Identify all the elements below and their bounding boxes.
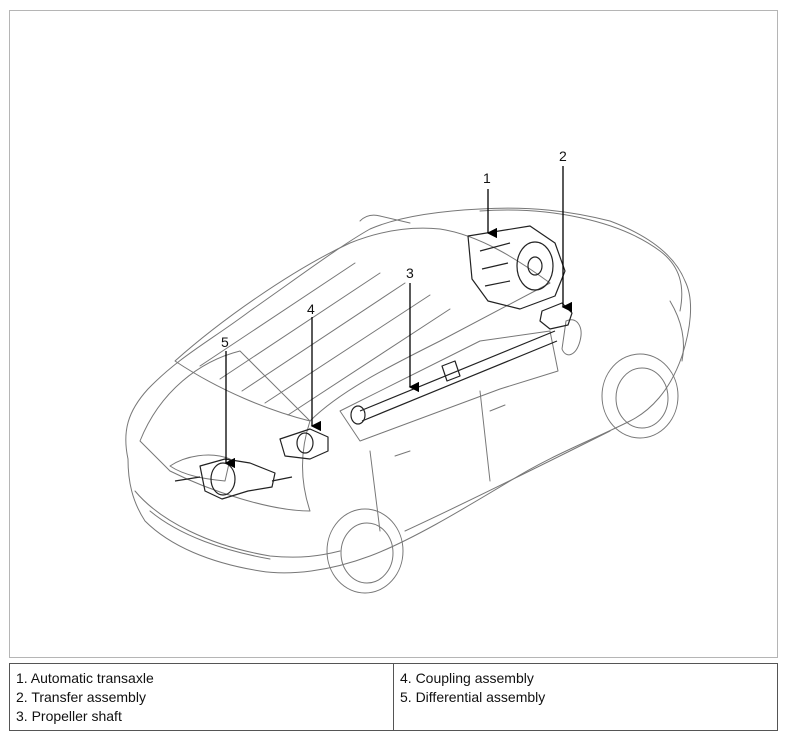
coupling-assembly	[279, 428, 329, 460]
legend-item: 3. Propeller shaft	[16, 708, 122, 724]
callout-4: 4	[307, 301, 315, 317]
rear-bumper	[134, 490, 341, 558]
legend-column-left: 1. Automatic transaxle 2. Transfer assem…	[10, 664, 393, 730]
differential-housing	[210, 462, 236, 496]
rear-wheel-rim	[340, 522, 394, 584]
roof-rail	[359, 214, 411, 224]
callout-2: 2	[559, 148, 567, 164]
callout-5: 5	[221, 334, 229, 350]
door-line	[479, 390, 491, 482]
legend-item: 4. Coupling assembly	[400, 670, 534, 686]
car-body	[125, 207, 691, 574]
legend-item: 1. Automatic transaxle	[16, 670, 154, 686]
callout-3: 3	[406, 265, 414, 281]
door-handle	[394, 450, 411, 457]
door-handle	[489, 404, 506, 412]
legend-column-right: 4. Coupling assembly 5. Differential ass…	[393, 664, 777, 730]
callout-1: 1	[483, 170, 491, 186]
rear-hatch	[139, 350, 311, 512]
car-roof	[174, 227, 551, 422]
sill-line	[404, 430, 611, 532]
side-mirror	[561, 319, 582, 356]
coupling-hub	[296, 432, 314, 454]
roof-rib	[264, 294, 431, 404]
shaft-joint	[441, 360, 461, 382]
roof-rib	[287, 308, 451, 416]
rear-wheel	[326, 508, 404, 594]
hood	[479, 209, 683, 312]
roof-rib	[219, 272, 381, 380]
front-wheel	[601, 353, 679, 439]
transaxle-housing	[516, 241, 554, 291]
transfer-assembly	[539, 302, 573, 330]
rear-bumper	[149, 510, 271, 560]
side-window	[339, 330, 559, 442]
front-wheel-rim	[615, 367, 669, 429]
legend-table: 1. Automatic transaxle 2. Transfer assem…	[9, 663, 778, 731]
propeller-shaft	[359, 330, 556, 412]
legend-item: 5. Differential assembly	[400, 689, 546, 705]
transaxle-detail	[479, 242, 511, 287]
roof-rib	[241, 282, 406, 392]
door-line	[369, 450, 381, 532]
rear-axle	[174, 476, 293, 482]
front-bumper	[669, 300, 684, 362]
diagram-frame: 1 2 3 4 5	[9, 10, 778, 658]
roof-rib	[199, 262, 356, 367]
shaft-flange	[350, 405, 366, 425]
automatic-transaxle	[467, 225, 566, 310]
propeller-shaft	[361, 340, 558, 422]
transaxle-hub	[527, 256, 543, 276]
legend-item: 2. Transfer assembly	[16, 689, 146, 705]
vehicle-drivetrain-illustration: 1 2 3 4 5	[125, 148, 691, 594]
